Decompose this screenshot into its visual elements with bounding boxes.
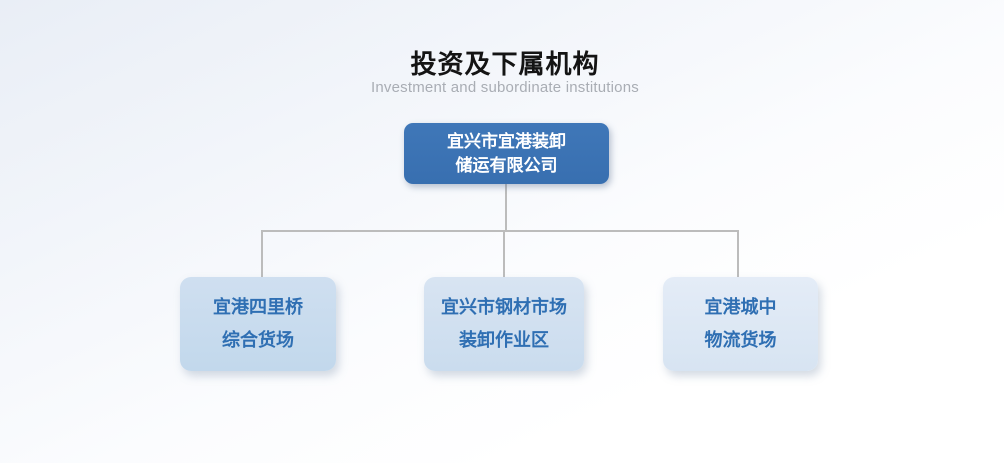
org-node-child-name-line1: 宜港城中 [704, 297, 777, 317]
connector-root-stub [505, 183, 507, 231]
org-node-child-silidqiao-yard: 宜港四里桥 综合货场 [180, 277, 336, 371]
page-subtitle: Investment and subordinate institutions [371, 79, 639, 96]
connector-middle-child-stub [503, 231, 505, 277]
org-node-root: 宜兴市宜港装卸 储运有限公司 [404, 123, 609, 184]
org-node-child-name-line2: 物流货场 [704, 330, 777, 350]
org-node-child-name-line2: 综合货场 [222, 330, 294, 350]
org-node-child-name-line1: 宜港四里桥 [213, 297, 303, 317]
org-node-child-name-line2: 装卸作业区 [459, 330, 549, 350]
connector-right-child-stub [737, 231, 739, 277]
page-title: 投资及下属机构 [410, 49, 600, 79]
org-node-child-steel-market-area: 宜兴市钢材市场 装卸作业区 [424, 277, 584, 371]
org-node-child-name-line1: 宜兴市钢材市场 [441, 297, 567, 317]
org-node-child-chengzhong-logistics-yard: 宜港城中 物流货场 [663, 277, 818, 371]
connector-left-child-stub [261, 231, 263, 277]
connector-horizontal-rail [261, 230, 739, 232]
org-node-root-name-line1: 宜兴市宜港装卸 [447, 131, 566, 151]
org-node-root-name-line2: 储运有限公司 [455, 155, 558, 175]
